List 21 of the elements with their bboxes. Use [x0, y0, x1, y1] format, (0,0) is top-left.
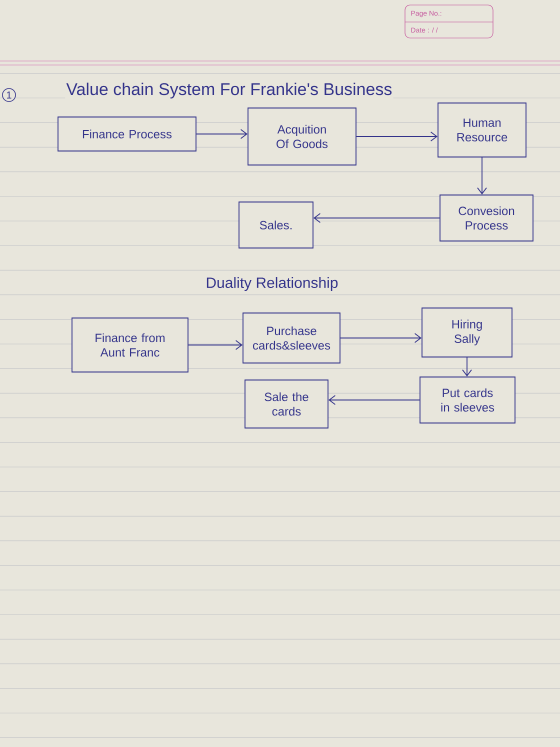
arrow	[340, 333, 422, 343]
process-box: Purchase cards&sleeves	[242, 312, 340, 364]
arrow	[477, 157, 487, 195]
process-box: Finance from Aunt Franc	[72, 318, 188, 372]
arrow	[356, 132, 438, 142]
process-box: Put cards in sleeves	[420, 376, 516, 424]
process-box: Convesion Process	[440, 194, 534, 242]
process-box: Hiring Sally	[422, 308, 512, 358]
process-box: Acquition Of Goods	[248, 108, 356, 166]
arrow	[328, 395, 420, 405]
section-heading: Duality Relationship	[204, 276, 340, 292]
arrow	[196, 129, 248, 139]
arrow	[188, 340, 243, 350]
arrow	[313, 213, 440, 223]
process-box: Sale the cards	[244, 380, 328, 428]
arrow	[462, 357, 472, 377]
circled-number: 1	[2, 88, 16, 102]
process-box: Human Resource	[438, 102, 526, 158]
title: Value chain System For Frankie's Business	[65, 82, 394, 100]
process-box: Finance Process	[58, 116, 196, 152]
process-box: Sales.	[238, 202, 314, 248]
